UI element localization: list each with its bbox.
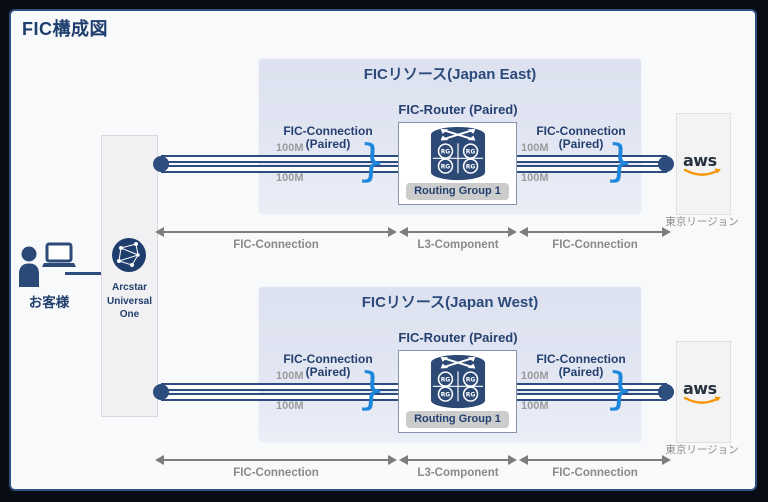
fic-router-label: FIC-Router (Paired): [398, 102, 518, 117]
line-endpoint-dot: [658, 156, 674, 172]
measure-arrow-fic-connection: [155, 227, 397, 237]
connection-label-text: FIC-Connection: [283, 124, 373, 138]
measure-label: FIC-Connection: [552, 239, 638, 251]
measure-label: FIC-Connection: [233, 239, 319, 251]
router-rg-cylinder-icon: [429, 126, 486, 182]
blue-brace-icon: }: [604, 135, 636, 188]
page-title: FIC構成図: [22, 19, 108, 39]
region-label: 東京リージョン: [665, 444, 739, 456]
routing-group-badge: Routing Group 1: [406, 411, 509, 428]
measure-arrow-fic-connection: [519, 227, 671, 237]
fic-router-label: FIC-Router (Paired): [398, 330, 518, 345]
bandwidth-label: 100M: [521, 370, 549, 382]
measure-label: L3-Component: [417, 467, 499, 479]
bandwidth-label: 100M: [521, 142, 549, 154]
wan-box: [101, 135, 158, 417]
measure-arrow-fic-connection: [519, 455, 671, 465]
wan-name: Arcstar Universal One: [98, 281, 161, 322]
measure-label: FIC-Connection: [233, 467, 319, 479]
bandwidth-label: 100M: [276, 400, 304, 412]
aws-logo: [681, 150, 722, 176]
router-rg-cylinder-icon: [429, 354, 486, 410]
wan-name-line: Arcstar: [111, 282, 148, 293]
bandwidth-label: 100M: [521, 172, 549, 184]
panel-title: FICリソース(Japan West): [361, 294, 539, 311]
line-endpoint-dot: [153, 156, 169, 172]
connection-paired-text: (Paired): [305, 365, 351, 379]
left-connection-label: FIC-Connection (Paired): [263, 125, 393, 151]
bandwidth-label: 100M: [276, 172, 304, 184]
measure-arrow-fic-connection: [155, 455, 397, 465]
line-endpoint-dot: [658, 384, 674, 400]
section-japan-east: FICリソース(Japan East) FIC-Router (Paired) …: [0, 0, 768, 251]
fic-router-box: Routing Group 1: [398, 122, 517, 205]
wan-name-line: Universal: [106, 295, 153, 307]
left-connection-label: FIC-Connection (Paired): [263, 353, 393, 379]
bandwidth-label: 100M: [276, 142, 304, 154]
wan-name-line: One: [119, 309, 140, 320]
right-connection-label: FIC-Connection (Paired): [516, 125, 646, 151]
measure-label: FIC-Connection: [552, 467, 638, 479]
connection-label-text: FIC-Connection: [536, 124, 626, 138]
line-endpoint-dot: [153, 384, 169, 400]
aws-box: [676, 341, 731, 443]
blue-brace-icon: }: [356, 135, 388, 188]
right-connection-label: FIC-Connection (Paired): [516, 353, 646, 379]
section-japan-west: FICリソース(Japan West) FIC-Router (Paired) …: [0, 228, 768, 479]
measure-arrow-l3-component: [399, 455, 517, 465]
customer-connector-line: [65, 272, 103, 275]
customer-label: お客様: [28, 295, 70, 310]
measure-arrow-l3-component: [399, 227, 517, 237]
panel-title: FICリソース(Japan East): [363, 66, 537, 83]
aws-logo: [681, 378, 722, 404]
connection-paired-text: (Paired): [305, 137, 351, 151]
region-label: 東京リージョン: [665, 216, 739, 228]
bandwidth-label: 100M: [276, 370, 304, 382]
connection-paired-text: (Paired): [558, 137, 604, 151]
connection-label-text: FIC-Connection: [536, 352, 626, 366]
routing-group-badge: Routing Group 1: [406, 183, 509, 200]
fic-router-box: Routing Group 1: [398, 350, 517, 433]
aws-box: [676, 113, 731, 215]
measure-label: L3-Component: [417, 239, 499, 251]
connection-label-text: FIC-Connection: [283, 352, 373, 366]
blue-brace-icon: }: [356, 363, 388, 416]
connection-paired-text: (Paired): [558, 365, 604, 379]
blue-brace-icon: }: [604, 363, 636, 416]
bandwidth-label: 100M: [521, 400, 549, 412]
